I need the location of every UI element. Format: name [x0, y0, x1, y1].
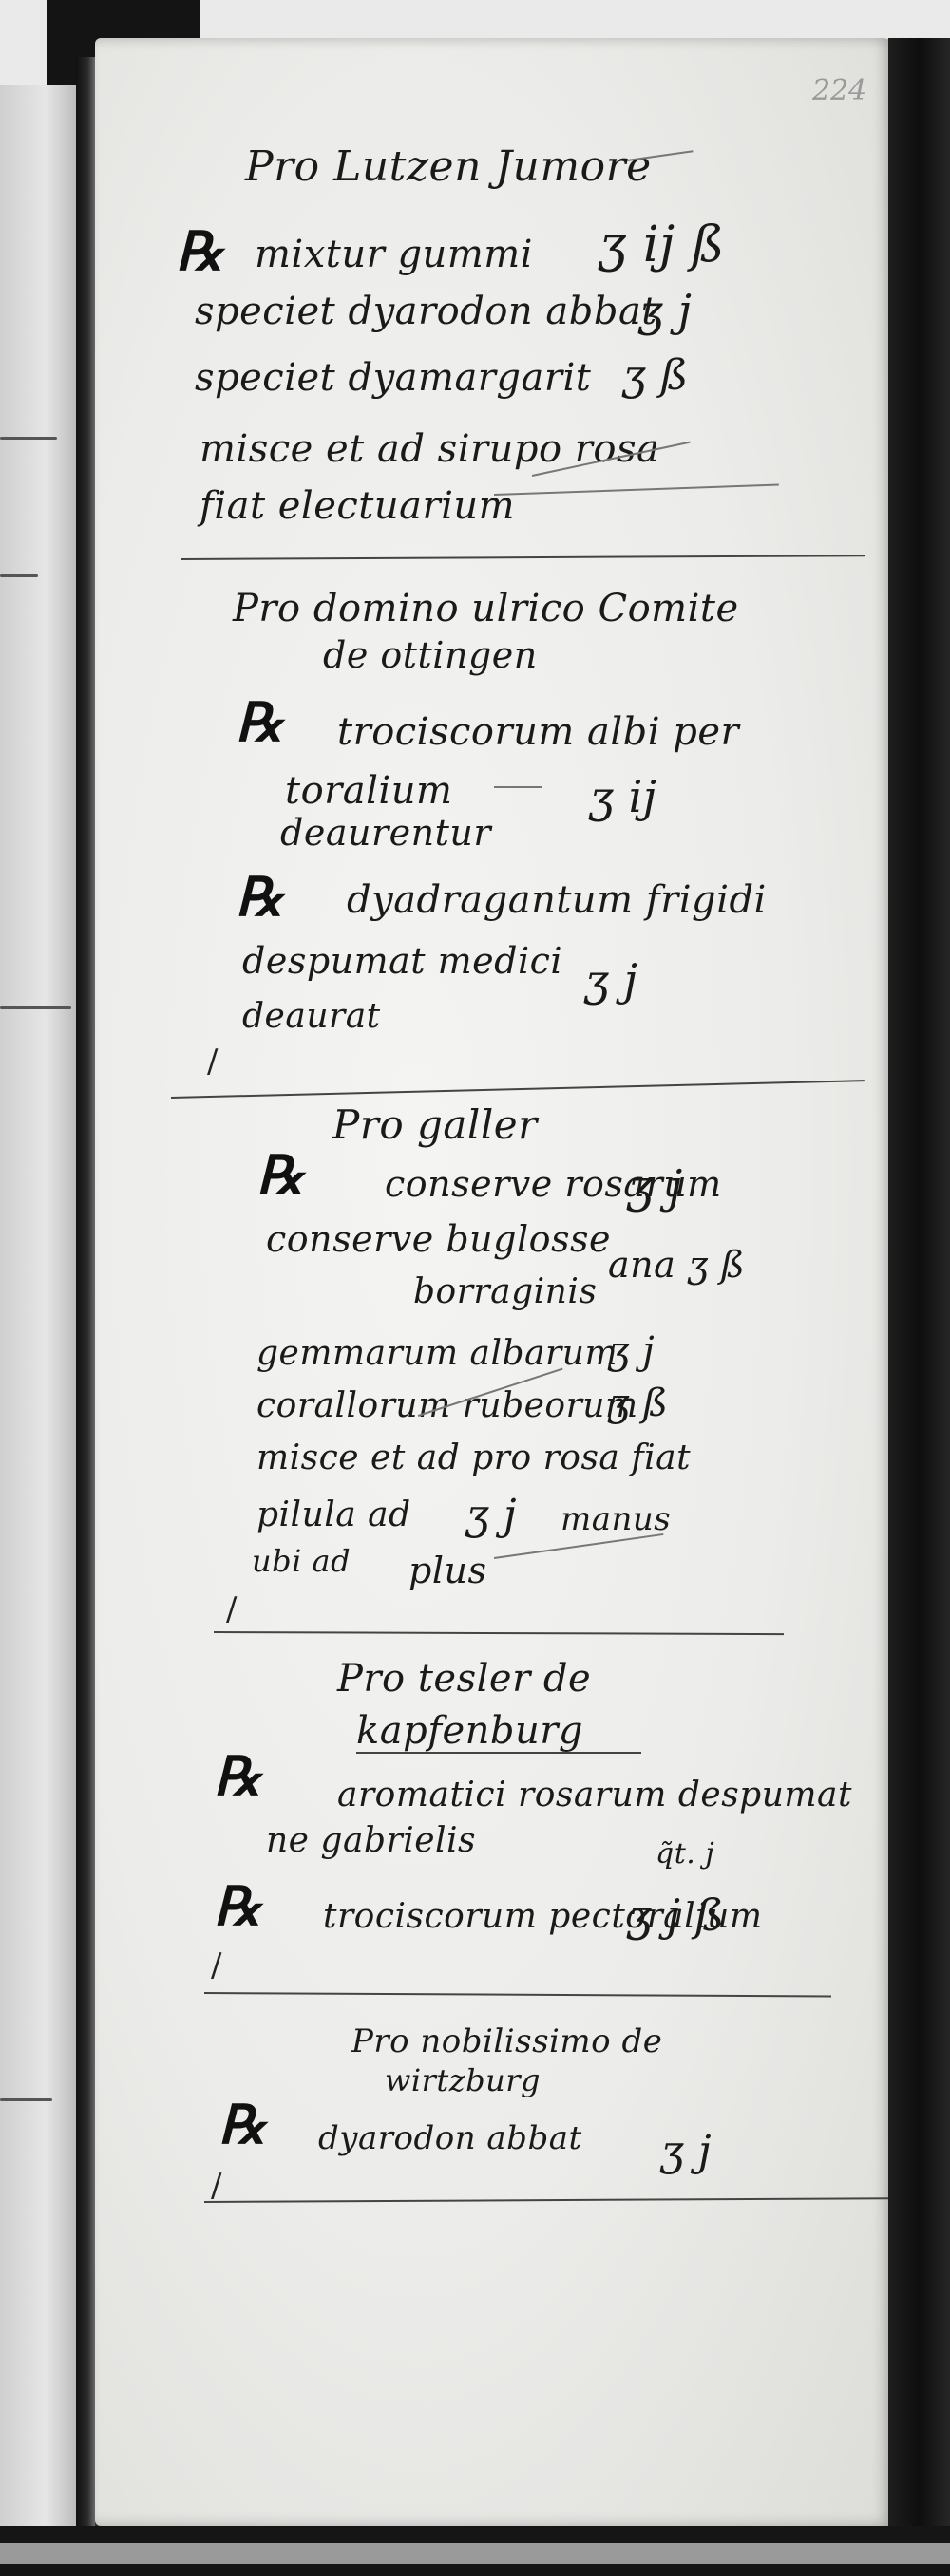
recipe-line: misce et ad sirupo rosa	[200, 427, 660, 471]
recipe-line: speciet dyarodon abbat	[195, 290, 657, 333]
rx-symbol: ℞	[236, 866, 284, 929]
recipe-line: despumat medici	[242, 940, 563, 982]
flourish	[494, 786, 542, 788]
page-edge	[888, 38, 950, 2535]
adjacent-ink-mark	[0, 1006, 71, 1009]
recipe-line: toralium	[285, 769, 453, 813]
manuscript-page	[95, 38, 893, 2526]
recipe-line: ubi ad	[252, 1543, 352, 1579]
recipe-line: conserve buglosse	[266, 1218, 611, 1260]
rx-symbol: ℞	[176, 220, 224, 283]
adjacent-page	[0, 85, 76, 2554]
recipe-line: dyarodon abbat	[318, 2119, 582, 2157]
section-heading-continued: wirtzburg	[385, 2062, 542, 2098]
quantity: ʒ j	[466, 1491, 517, 1539]
quantity: ʒ j ß	[627, 1890, 725, 1941]
recipe-line: mixtur gummi	[255, 233, 533, 276]
rx-symbol: ℞	[214, 1875, 262, 1938]
recipe-line: manus	[560, 1500, 672, 1538]
adjacent-ink-mark	[0, 2098, 52, 2101]
recipe-line: deaurat	[242, 997, 381, 1036]
rx-symbol: ℞	[214, 1745, 262, 1808]
book-gutter	[76, 57, 95, 2564]
adjacent-ink-mark	[0, 574, 38, 577]
rx-symbol: ℞	[236, 691, 284, 754]
quantity: ʒ ij ß	[598, 216, 725, 273]
quantity: q̃t. j	[656, 1837, 715, 1871]
rx-symbol: ℞	[218, 2094, 267, 2156]
rx-symbol: ℞	[256, 1144, 305, 1207]
adjacent-ink-mark	[0, 437, 57, 440]
recipe-line: speciet dyamargarit	[195, 356, 592, 400]
quantity: ʒ j	[627, 1160, 683, 1213]
section-heading-continued: kapfenburg	[356, 1709, 584, 1753]
tick-mark: /	[211, 1946, 222, 1984]
heading-underline	[356, 1752, 641, 1754]
recipe-line: conserve rosarum	[385, 1163, 722, 1205]
quantity: ʒ j	[608, 1329, 656, 1373]
recipe-line: aromatici rosarum despumat	[337, 1776, 852, 1814]
section-heading-continued: de ottingen	[323, 634, 538, 676]
recipe-line: ne gabrielis	[266, 1821, 477, 1860]
section-heading: Pro tesler de	[337, 1657, 592, 1701]
recipe-line: dyadragantum frigidi	[347, 878, 767, 922]
recipe-line: trociscorum albi per	[337, 710, 740, 754]
tick-mark: /	[211, 2167, 222, 2205]
section-heading: Pro Lutzen Jumore	[245, 142, 652, 191]
section-heading: Pro galler	[332, 1101, 538, 1148]
quantity: ana ʒ ß	[608, 1244, 746, 1286]
recipe-line: fiat electuarium	[200, 484, 516, 528]
recipe-line: borraginis	[413, 1272, 598, 1311]
recipe-line: deaurentur	[280, 812, 491, 854]
quantity: ʒ j	[660, 2127, 712, 2175]
recipe-line: misce et ad pro rosa fiat	[256, 1438, 692, 1477]
bottom-background	[0, 2526, 950, 2576]
bottom-light-band	[0, 2543, 950, 2564]
section-heading: Pro domino ulrico Comite	[233, 587, 739, 630]
recipe-line: plus	[408, 1550, 487, 1591]
tick-mark: /	[207, 1043, 218, 1081]
section-heading: Pro nobilissimo de	[352, 2022, 663, 2060]
quantity: ʒ ij	[589, 771, 657, 822]
recipe-line: pilula ad	[256, 1495, 411, 1534]
tick-mark: /	[226, 1590, 238, 1628]
recipe-line: trociscorum pectoralium	[323, 1897, 763, 1936]
quantity: ʒ ß	[622, 351, 689, 400]
quantity: ʒ j	[638, 285, 693, 336]
folio-number: 224	[812, 74, 867, 107]
recipe-line: gemmarum albarum	[256, 1334, 618, 1373]
quantity: ʒ ß	[608, 1382, 669, 1425]
quantity: ʒ j	[584, 954, 638, 1006]
